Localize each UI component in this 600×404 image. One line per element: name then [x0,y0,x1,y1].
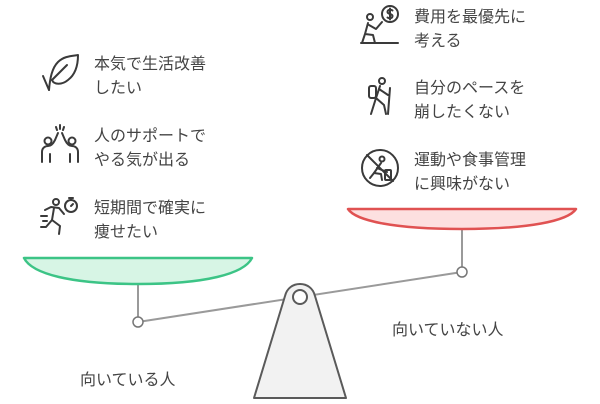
right-item-2-line-1: 自分のペースを [414,78,526,97]
right-item-2: 自分のペースを 崩したくない [360,76,525,124]
fulcrum-pivot [292,289,308,305]
left-item-2: 人のサポートで やる気が出る [40,124,206,172]
no-exercise-icon [360,148,400,188]
right-item-1-text: 費用を最優先に 考える [414,5,526,53]
left-item-2-line-2: やる気が出る [94,150,191,169]
fulcrum [253,283,347,399]
left-pan [22,256,254,286]
right-pan [346,207,578,231]
leaf-icon [40,52,80,92]
hiker-icon [360,76,400,116]
left-item-1-line-1: 本気で生活改善 [94,54,207,73]
left-item-2-text: 人のサポートで やる気が出る [94,124,206,172]
left-item-2-line-1: 人のサポートで [94,126,207,145]
right-item-2-line-2: 崩したくない [414,102,511,121]
left-item-3: 短期間で確実に 痩せたい [40,196,206,244]
right-item-2-text: 自分のペースを 崩したくない [414,76,525,124]
right-item-1-line-1: 費用を最優先に [414,7,527,26]
right-item-1: 費用を最優先に 考える [360,5,526,53]
right-item-3-text: 運動や食事管理 に興味がない [414,148,526,196]
kneeling-money-icon [360,5,400,45]
left-caption: 向いている人 [80,370,176,389]
high-five-icon [40,124,80,164]
right-item-3: 運動や食事管理 に興味がない [360,148,526,196]
right-caption: 向いていない人 [392,320,504,339]
left-item-1-text: 本気で生活改善 したい [94,52,206,100]
left-item-3-text: 短期間で確実に 痩せたい [94,196,206,244]
left-item-1: 本気で生活改善 したい [40,52,206,100]
right-item-3-line-1: 運動や食事管理 [414,150,527,169]
left-item-1-line-2: したい [94,78,143,97]
left-joint [132,316,144,328]
runner-stopwatch-icon [40,196,80,236]
right-joint [456,266,468,278]
right-item-3-line-2: に興味がない [414,174,511,193]
left-item-3-line-2: 痩せたい [94,222,159,241]
right-item-1-line-2: 考える [414,31,462,50]
left-item-3-line-1: 短期間で確実に [94,198,207,217]
